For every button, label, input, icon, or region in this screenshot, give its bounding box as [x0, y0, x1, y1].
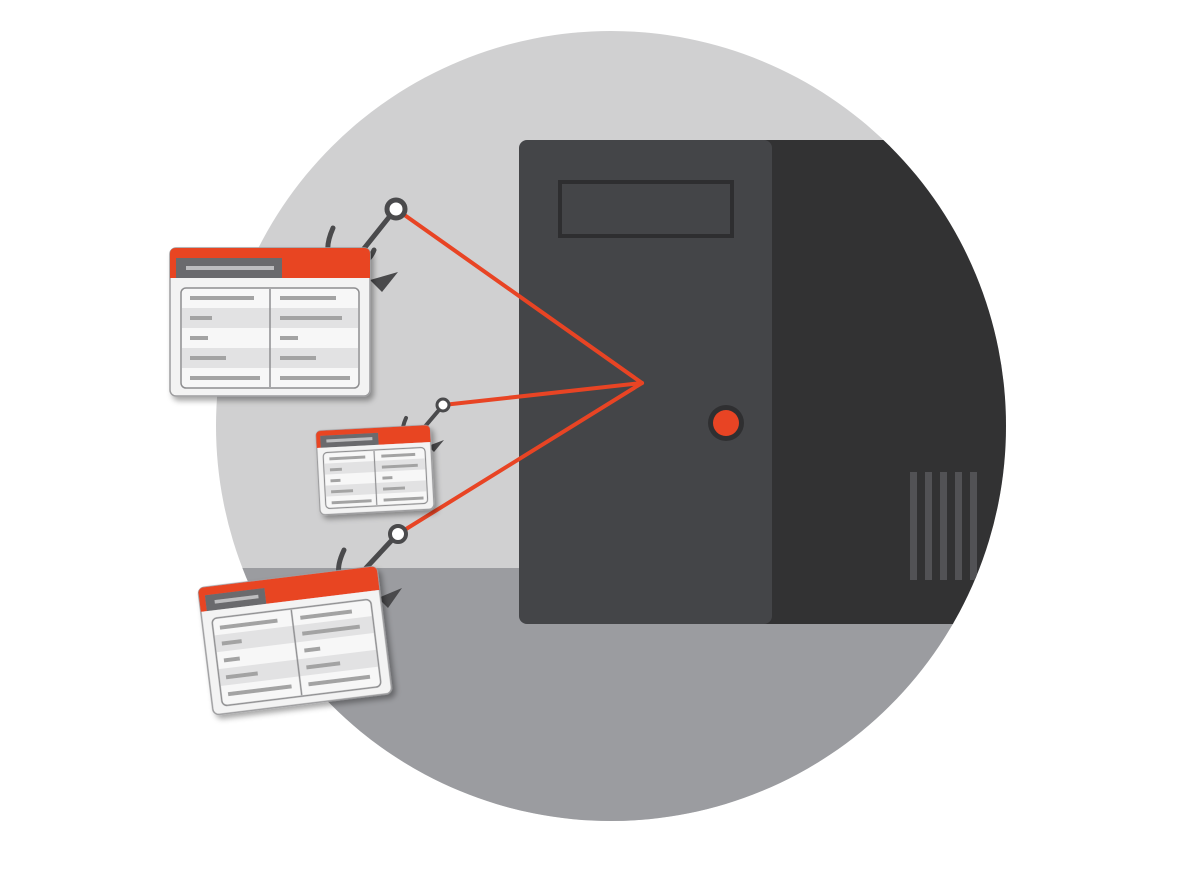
form-rows — [324, 450, 427, 505]
hook-eye — [388, 524, 408, 544]
drive-bay — [558, 180, 734, 238]
credential-form-icon — [169, 247, 371, 397]
form-rows — [214, 609, 378, 697]
server-tower-icon — [519, 140, 1006, 624]
hook-eye — [384, 197, 408, 221]
connection-lines — [394, 207, 644, 536]
form-tab-line — [186, 266, 274, 270]
credential-form-icon — [315, 424, 435, 516]
tower-front — [519, 140, 772, 624]
backdrop-circle — [216, 31, 1006, 821]
tower-side — [760, 140, 1006, 624]
form-rows — [182, 289, 358, 387]
power-button-icon — [713, 410, 739, 436]
form-tab-line — [214, 594, 259, 604]
form-tab-line — [326, 437, 373, 443]
hook-eye — [435, 397, 451, 413]
credential-form-icon — [197, 566, 393, 716]
vent-grille — [910, 472, 977, 580]
